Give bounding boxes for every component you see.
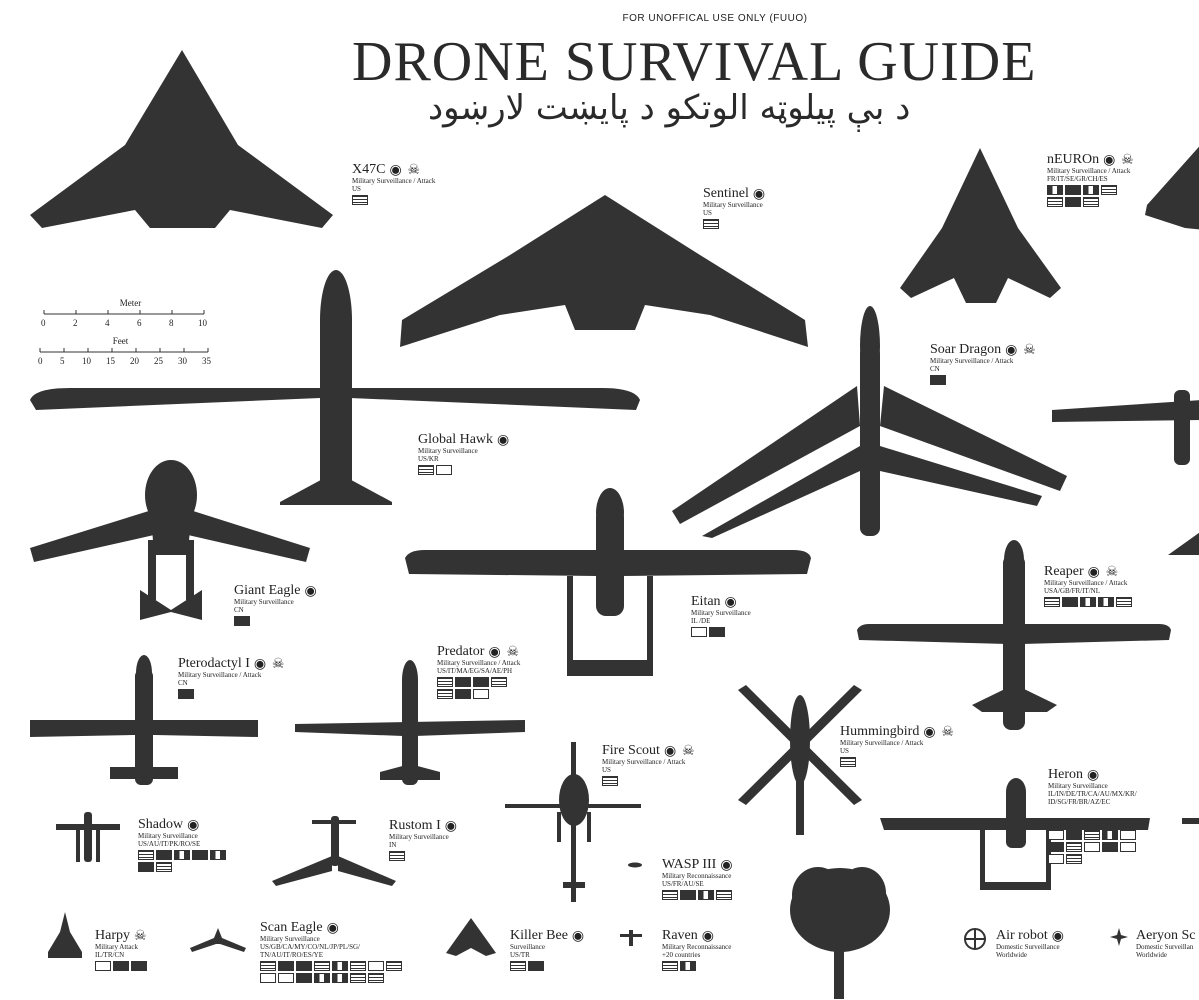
label-hummingbird: Hummingbird◉☠ Military Surveillance / At… [840,724,955,767]
flag-us [352,195,368,205]
label-rustom: Rustom I◉ Military Surveillance IN [389,818,459,861]
fire-scout-silhouette [505,742,641,902]
meter-label: Meter [119,298,142,308]
skull-icon: ☠ [506,645,519,660]
label-heron: Heron◉ Military Surveillance IL/IN/DE/TR… [1048,767,1138,864]
label-air-robot: Air robot◉ Domestic Surveillance Worldwi… [996,928,1064,959]
eye-icon: ◉ [488,645,501,660]
eye-icon: ◉ [720,858,733,873]
meter-ruler [43,310,205,315]
flag-cn [930,375,946,385]
label-sentinel: Sentinel◉ Military Surveillance US [703,186,767,229]
eye-icon: ◉ [571,929,585,944]
hummingbird-silhouette [738,685,862,835]
label-global-hawk: Global Hawk◉ Military Surveillance US/KR [418,432,511,475]
partial-drone-silhouette-upper [1052,390,1199,465]
skull-icon: ☠ [681,744,695,759]
eye-icon: ◉ [1005,343,1018,358]
eye-icon: ◉ [187,818,200,833]
eye-icon: ◉ [701,929,714,944]
label-reaper: Reaper◉☠ Military Surveillance / Attack … [1044,564,1134,607]
neuron-silhouette [900,148,1061,303]
label-neuron: nEUROn◉☠ Military Surveillance / Attack … [1047,152,1135,207]
flag-us [703,219,719,229]
eye-icon: ◉ [1103,153,1116,168]
label-eitan: Eitan◉ Military Surveillance IL /DE [691,594,751,637]
skull-icon: ☠ [1105,565,1119,580]
feet-ticks: 0 5 10 15 20 25 30 35 [38,356,211,366]
label-giant-eagle: Giant Eagle◉ Military Surveillance CN [234,583,318,626]
eye-icon: ◉ [1087,565,1100,580]
raven-silhouette [620,930,642,946]
label-harpy: Harpy☠ Military Attack IL/TR/CN [95,928,149,971]
predator-twin-boom-silhouette [405,488,811,676]
label-x47c: X47C◉☠ Military Surveillance / Attack US [352,162,435,205]
x47c-silhouette [30,50,333,228]
feet-ruler [39,348,209,353]
skull-icon: ☠ [1023,343,1036,358]
eye-icon: ◉ [1051,929,1064,944]
eye-icon: ◉ [389,163,402,178]
eye-icon: ◉ [663,744,677,759]
reaper-silhouette [857,540,1171,730]
global-hawk-silhouette [30,270,640,505]
skull-icon: ☠ [941,725,954,740]
skull-icon: ☠ [134,929,147,944]
label-scan-eagle: Scan Eagle◉ Military Surveillance US/GB/… [260,920,404,983]
eye-icon: ◉ [752,187,766,202]
eye-icon: ◉ [724,595,737,610]
skull-icon: ☠ [407,163,421,178]
shadow-silhouette [56,812,120,862]
label-raven: Raven◉ Military Reconnaissance +20 count… [662,928,731,971]
sentinel-silhouette [400,195,808,347]
label-predator: Predator◉☠ Military Surveillance / Attac… [437,644,520,699]
killer-bee-silhouette [446,918,496,956]
soar-dragon-silhouette [672,306,1067,538]
scan-eagle-silhouette [190,928,246,952]
giant-eagle-silhouette [30,460,310,620]
label-aeryon: Aeryon Sc Domestic Surveillan Worldwide [1136,928,1196,959]
eye-icon: ◉ [253,657,267,672]
partial-drone-silhouette-lower [1182,818,1199,824]
fuuo-notice: FOR UNOFFICAL USE ONLY (FUUO) [622,13,808,24]
harpy-silhouette [48,912,82,958]
scale-legend: Meter 0 2 4 6 8 10 Feet 0 5 10 15 20 25 … [38,298,213,366]
page-subtitle-pashto: د بې پيلوټه الوتکو د پايښت لارښود [428,88,911,128]
eye-icon: ◉ [923,725,936,740]
pterodactyl-silhouette [30,655,258,785]
aeryon-silhouette [1110,928,1128,946]
label-killer-bee: Killer Bee◉ Surveillance US/TR [510,928,586,971]
eye-icon: ◉ [326,921,339,936]
tree-scale-reference [790,867,890,999]
predator-silhouette [295,660,525,785]
skull-icon: ☠ [1121,153,1134,168]
partial-flying-wing-silhouette [1145,146,1199,230]
partial-drone-silhouette-mid [1168,532,1199,555]
label-wasp: WASP III◉ Military Reconnaissance US/FR/… [662,857,734,900]
label-soar-dragon: Soar Dragon◉☠ Military Surveillance / At… [930,342,1037,385]
eye-icon: ◉ [304,584,317,599]
air-robot-silhouette [964,928,986,950]
rustom-silhouette [272,816,396,886]
skull-icon: ☠ [271,657,285,672]
label-shadow: Shadow◉ Military Surveillance US/AU/IT/P… [138,817,228,872]
meter-ticks: 0 2 4 6 8 10 [41,318,207,328]
label-pterodactyl: Pterodactyl I◉☠ Military Surveillance / … [178,656,286,699]
eye-icon: ◉ [1087,768,1100,783]
page-title: DRONE SURVIVAL GUIDE [352,31,1037,93]
eye-icon: ◉ [497,433,510,448]
wasp-silhouette [628,862,642,868]
label-fire-scout: Fire Scout◉☠ Military Surveillance / Att… [602,743,696,786]
eye-icon: ◉ [444,819,457,834]
feet-label: Feet [112,336,129,346]
